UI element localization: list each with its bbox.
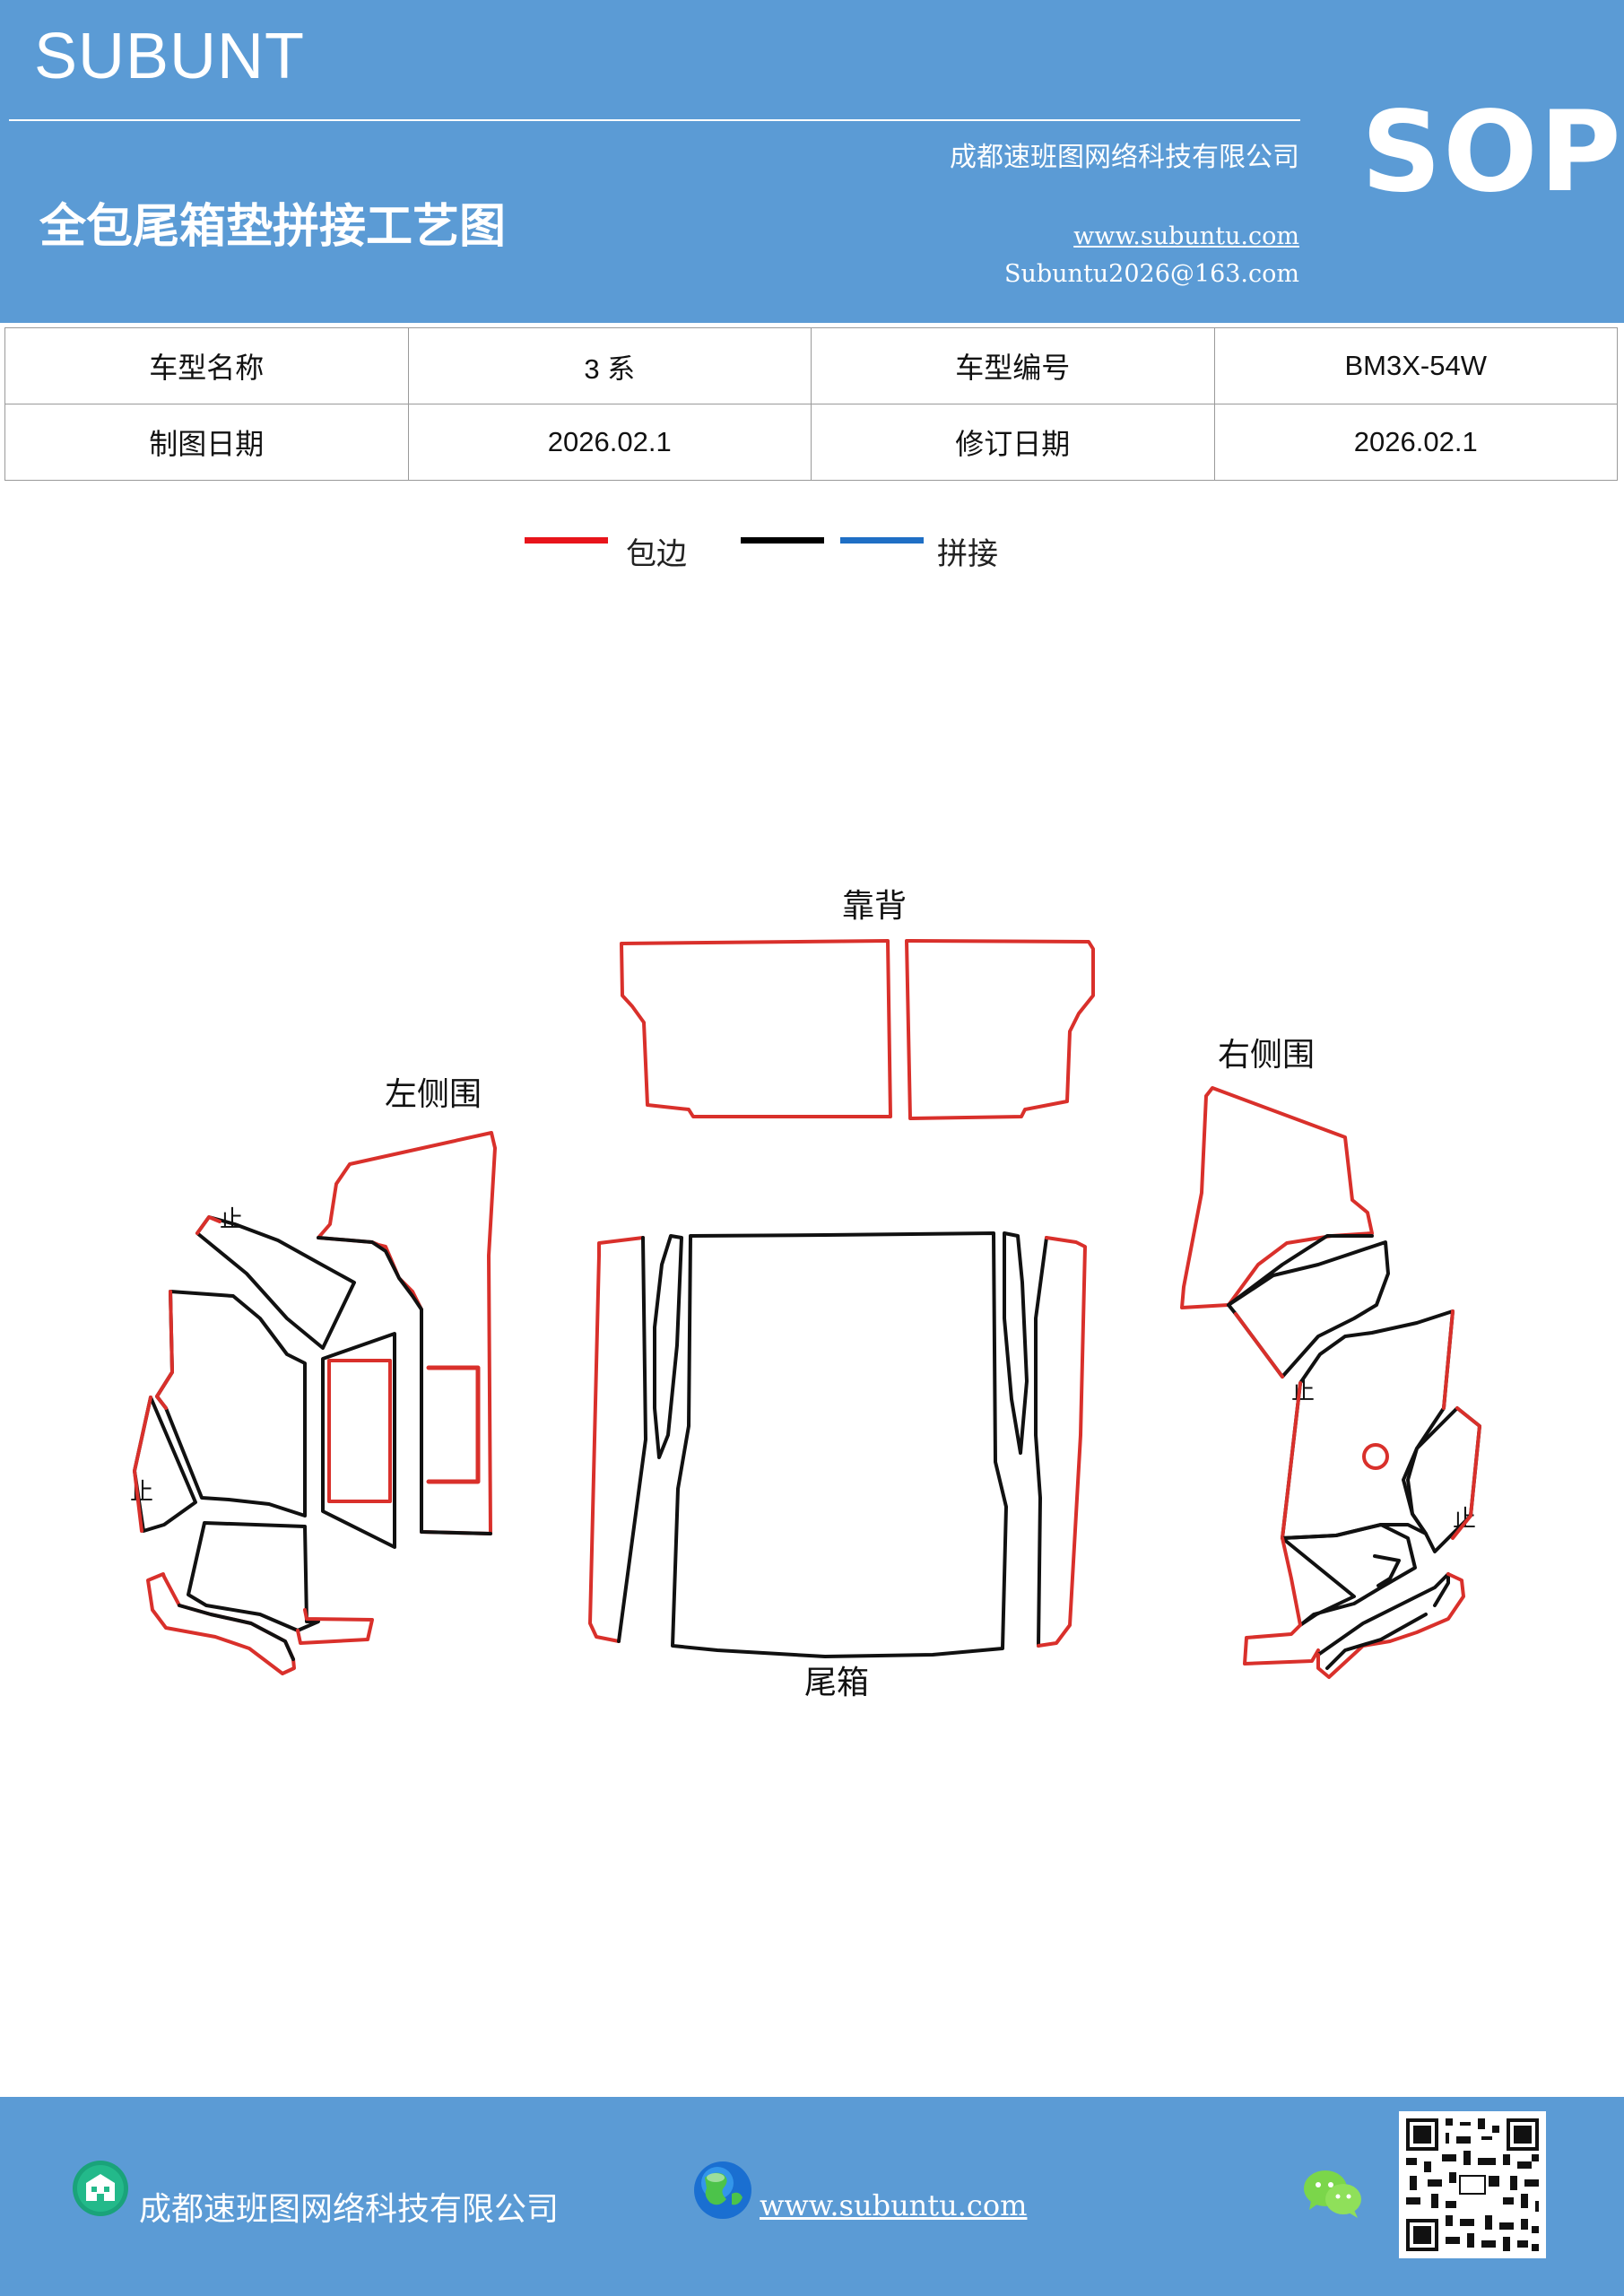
trunk-floor-panels <box>588 1231 1087 1658</box>
label-right-side: 右侧围 <box>1218 1037 1315 1074</box>
table-row: 制图日期 2026.02.1 修订日期 2026.02.1 <box>4 404 1618 481</box>
stop-mark: 止 <box>130 1479 153 1506</box>
table-cell: 车型名称 <box>4 327 409 404</box>
globe-icon <box>694 2161 751 2219</box>
table-cell: 制图日期 <box>4 404 409 481</box>
table-cell: 修订日期 <box>811 404 1215 481</box>
footer-company-name: 成都速班图网络科技有限公司 <box>139 2191 560 2228</box>
legend-edge-label: 包边 <box>626 536 687 572</box>
footer-banner: 成都速班图网络科技有限公司 www.subuntu.com <box>0 2097 1624 2296</box>
table-cell: 2026.02.1 <box>1213 404 1618 481</box>
header-banner: SUBUNT 成都速班图网络科技有限公司 全包尾箱垫拼接工艺图 www.subu… <box>0 0 1624 323</box>
legend: 包边 拼接 <box>525 529 1063 574</box>
table-cell: BM3X-54W <box>1213 327 1618 404</box>
table-row: 车型名称 3 系 车型编号 BM3X-54W <box>4 327 1618 404</box>
website-link[interactable]: www.subuntu.com <box>1073 222 1299 250</box>
footer-website-link[interactable]: www.subuntu.com <box>760 2188 1028 2222</box>
vehicle-info-table: 车型名称 3 系 车型编号 BM3X-54W 制图日期 2026.02.1 修订… <box>4 327 1618 481</box>
backrest-panels <box>620 939 1095 1120</box>
label-left-side: 左侧围 <box>385 1076 482 1113</box>
label-backrest: 靠背 <box>842 888 907 925</box>
brand-name: SUBUNT <box>34 21 306 92</box>
legend-seam-line <box>840 537 924 544</box>
legend-black-line <box>741 537 824 544</box>
sop-badge: SOP <box>1361 88 1623 217</box>
left-side-panels <box>133 1131 497 1675</box>
building-icon <box>73 2161 128 2216</box>
label-trunk: 尾箱 <box>804 1665 869 1701</box>
trunk-mat-diagram: 靠背 左侧围 右侧围 尾箱 止 止 止 止 <box>130 888 1481 1701</box>
table-cell: 车型编号 <box>811 327 1215 404</box>
qr-code[interactable] <box>1399 2111 1546 2258</box>
header-divider <box>9 119 1300 121</box>
legend-seam-label: 拼接 <box>937 536 998 572</box>
table-cell: 3 系 <box>407 327 812 404</box>
right-side-panels <box>1180 1086 1481 1679</box>
table-cell: 2026.02.1 <box>407 404 812 481</box>
legend-edge-line <box>525 537 608 544</box>
wechat-icon <box>1304 2170 1361 2218</box>
company-name: 成都速班图网络科技有限公司 <box>950 142 1299 173</box>
email-address: Subuntu2026@163.com <box>1004 260 1299 288</box>
document-title: 全包尾箱垫拼接工艺图 <box>39 200 507 254</box>
stop-mark: 止 <box>1291 1378 1315 1405</box>
